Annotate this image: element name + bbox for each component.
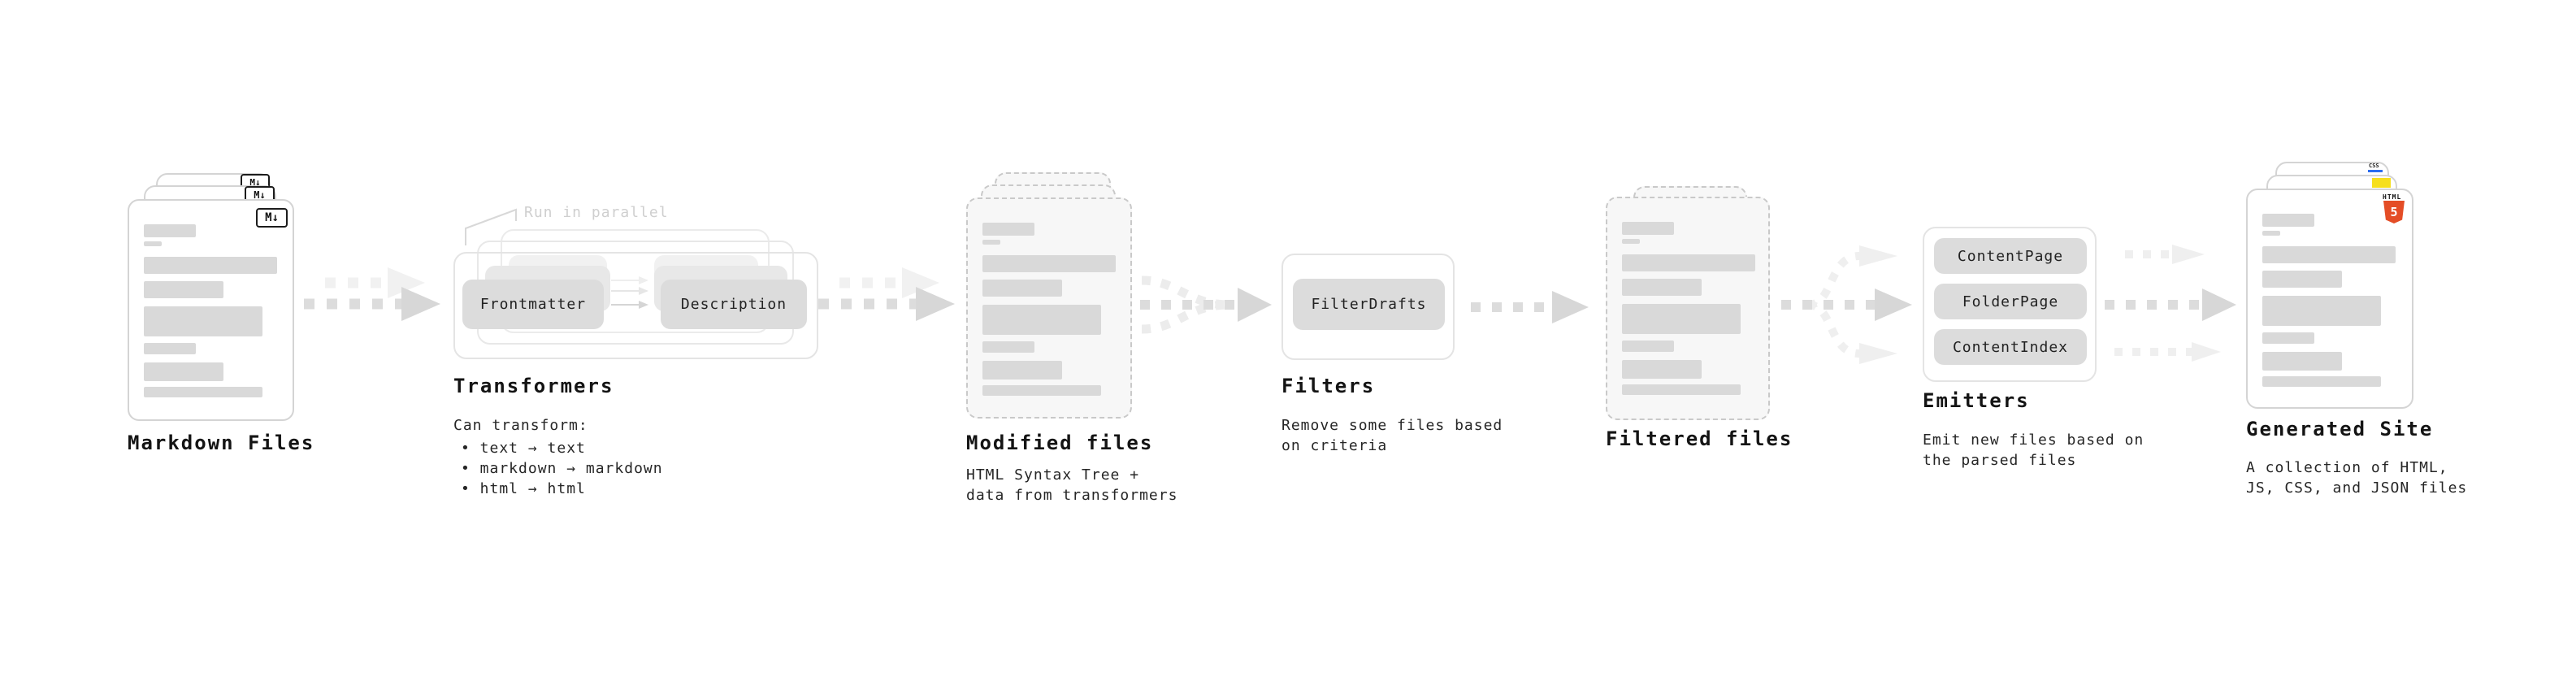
html5-icon: 5 bbox=[2383, 201, 2405, 223]
arrow-markdown-to-transformers bbox=[304, 267, 440, 321]
transformers-subtitle-line: • markdown → markdown bbox=[461, 460, 663, 477]
markdown-file-card: M↓ bbox=[128, 199, 294, 421]
arrow-emitters-to-site bbox=[2105, 245, 2236, 362]
skeleton-line bbox=[2262, 214, 2314, 227]
skeleton-line bbox=[2262, 352, 2342, 371]
emitters-frame bbox=[1923, 227, 2097, 382]
transformers-frame-front bbox=[453, 252, 818, 359]
filtered-file-card bbox=[1606, 197, 1770, 420]
css-icon: CSS bbox=[2369, 163, 2379, 169]
filter-box-filterdrafts: FilterDrafts bbox=[1293, 279, 1445, 330]
skeleton-line bbox=[144, 343, 196, 354]
skeleton-line bbox=[982, 255, 1116, 272]
arrow-filters-to-filtered bbox=[1471, 291, 1589, 323]
markdown-icon: M↓ bbox=[256, 208, 288, 228]
skeleton-line bbox=[1622, 254, 1755, 271]
skeleton-line bbox=[2262, 376, 2381, 387]
modified-subtitle-line: HTML Syntax Tree + bbox=[966, 466, 1140, 484]
section-title-modified-files: Modified files bbox=[966, 432, 1154, 454]
emitter-box-folderpage: FolderPage bbox=[1934, 284, 2087, 319]
skeleton-line bbox=[982, 341, 1034, 353]
arrow-transformers-to-modified bbox=[818, 267, 955, 321]
transformers-subtitle-line: • html → html bbox=[461, 480, 586, 497]
section-title-filtered-files: Filtered files bbox=[1606, 427, 1793, 450]
skeleton-line bbox=[1622, 384, 1741, 395]
section-title-filters: Filters bbox=[1281, 375, 1376, 397]
skeleton-line bbox=[144, 281, 223, 298]
transformers-subtitle-line: Can transform: bbox=[453, 417, 588, 434]
transformers-subtitle-line: • text → text bbox=[461, 440, 586, 457]
section-title-markdown-files: Markdown Files bbox=[128, 432, 315, 454]
skeleton-line bbox=[1622, 279, 1702, 296]
modified-subtitle-line: data from transformers bbox=[966, 487, 1178, 504]
css-icon-underline bbox=[2368, 170, 2383, 172]
section-title-emitters: Emitters bbox=[1923, 389, 2030, 412]
skeleton-line bbox=[982, 280, 1062, 297]
transformer-box-frontmatter: Frontmatter bbox=[462, 280, 604, 329]
section-title-generated-site: Generated Site bbox=[2246, 418, 2434, 440]
skeleton-line bbox=[982, 305, 1101, 335]
skeleton-line bbox=[1622, 360, 1702, 379]
skeleton-line bbox=[144, 241, 162, 246]
skeleton-line bbox=[1622, 304, 1741, 334]
skeleton-line bbox=[1622, 239, 1640, 244]
js-icon bbox=[2372, 178, 2391, 188]
skeleton-line bbox=[2262, 296, 2381, 326]
skeleton-line bbox=[982, 385, 1101, 396]
transformer-box-description: Description bbox=[661, 280, 807, 329]
skeleton-line bbox=[144, 257, 277, 274]
skeleton-line bbox=[1622, 340, 1674, 352]
site-subtitle-line: JS, CSS, and JSON files bbox=[2246, 479, 2468, 497]
filters-subtitle-line: on criteria bbox=[1281, 437, 1388, 454]
site-subtitle-line: A collection of HTML, bbox=[2246, 459, 2448, 476]
filters-frame bbox=[1281, 254, 1455, 360]
skeleton-line bbox=[982, 240, 1000, 245]
skeleton-line bbox=[2262, 231, 2280, 236]
skeleton-line bbox=[982, 361, 1062, 380]
emitters-subtitle-line: the parsed files bbox=[1923, 452, 2077, 469]
annotation-leader-line bbox=[465, 208, 517, 245]
filters-subtitle-line: Remove some files based bbox=[1281, 417, 1503, 434]
skeleton-line bbox=[144, 306, 262, 336]
emitter-box-contentindex: ContentIndex bbox=[1934, 329, 2087, 365]
emitter-box-contentpage: ContentPage bbox=[1934, 238, 2087, 274]
emitters-subtitle-line: Emit new files based on bbox=[1923, 432, 2144, 449]
parallel-mini-arrows bbox=[611, 276, 648, 309]
skeleton-line bbox=[982, 223, 1034, 236]
skeleton-line bbox=[144, 224, 196, 237]
skeleton-line bbox=[2262, 271, 2342, 288]
arrow-filtered-to-emitters bbox=[1781, 245, 1912, 364]
run-in-parallel-label: Run in parallel bbox=[524, 204, 669, 221]
skeleton-line bbox=[1622, 222, 1674, 235]
skeleton-line bbox=[144, 387, 262, 397]
arrow-modified-to-filters bbox=[1140, 275, 1272, 334]
skeleton-line bbox=[144, 362, 223, 381]
section-title-transformers: Transformers bbox=[453, 375, 614, 397]
html5-icon-label: HTML bbox=[2383, 193, 2402, 201]
modified-file-card bbox=[966, 197, 1132, 419]
skeleton-line bbox=[2262, 246, 2396, 263]
site-card-html: HTML 5 bbox=[2246, 189, 2413, 409]
skeleton-line bbox=[2262, 332, 2314, 344]
